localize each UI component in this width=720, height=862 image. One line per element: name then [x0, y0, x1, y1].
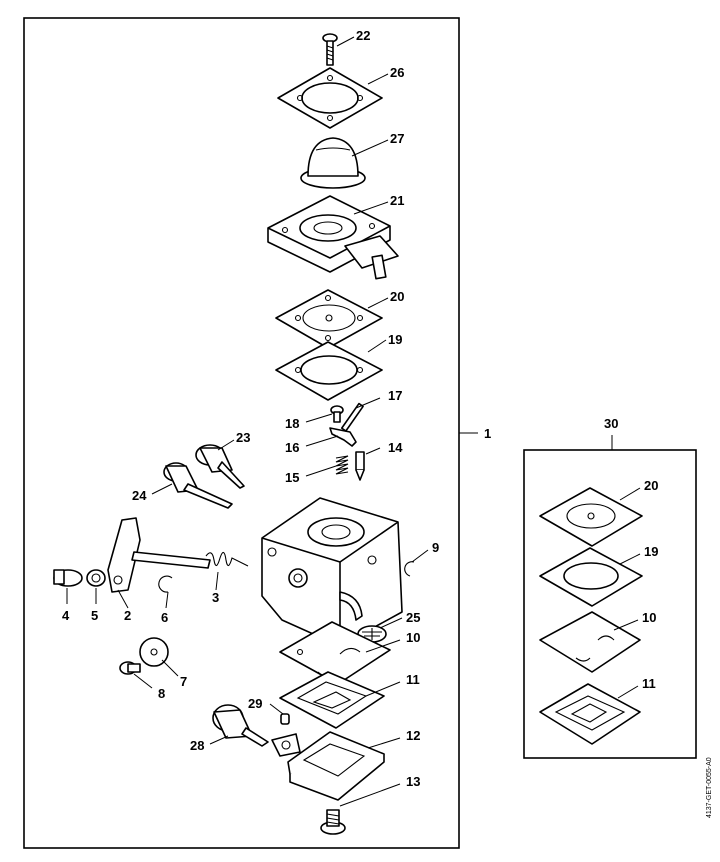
- label-21: 21: [390, 193, 404, 208]
- label-16: 16: [285, 440, 299, 455]
- label-11: 11: [406, 672, 420, 687]
- part-7-disc: [139, 637, 169, 667]
- part-18-screw: [330, 405, 344, 423]
- label-kit-19: 19: [644, 544, 658, 559]
- part-24-adjusting-screw: [163, 462, 233, 509]
- label-5: 5: [91, 608, 98, 623]
- label-12: 12: [406, 728, 420, 743]
- label-19: 19: [388, 332, 402, 347]
- label-10: 10: [406, 630, 420, 645]
- part-21-pump-cover: [267, 195, 399, 280]
- kit-part-20-diaphragm: [539, 487, 643, 547]
- leader-lines: [66, 36, 641, 807]
- label-29: 29: [248, 696, 262, 711]
- label-kit-20: 20: [644, 478, 658, 493]
- label-22: 22: [356, 28, 370, 43]
- label-13: 13: [406, 774, 420, 789]
- part-13-screw: [320, 809, 346, 835]
- label-27: 27: [390, 131, 404, 146]
- label-4: 4: [62, 608, 70, 623]
- part-2-throttle-shaft: [107, 517, 211, 593]
- part-9-circlip: [404, 561, 415, 577]
- part-23-adjusting-screw: [195, 444, 245, 489]
- part-5-washer: [86, 569, 106, 587]
- part-19-gasket: [275, 341, 383, 401]
- label-23: 23: [236, 430, 250, 445]
- part-27-primer-bulb: [300, 137, 366, 189]
- document-code: 4137-GET-0055-A0: [706, 757, 713, 818]
- label-7: 7: [180, 674, 187, 689]
- label-30: 30: [604, 416, 618, 431]
- part-16-lever: [329, 427, 357, 447]
- part-15-spring: [335, 455, 349, 475]
- kit-part-10-diaphragm: [539, 611, 641, 673]
- label-3: 3: [212, 590, 219, 605]
- part-22-screw: [322, 33, 338, 66]
- part-20-diaphragm: [275, 289, 383, 349]
- label-8: 8: [158, 686, 165, 701]
- label-6: 6: [161, 610, 168, 625]
- label-18: 18: [285, 416, 299, 431]
- part-17-pin: [340, 402, 364, 432]
- part-12-end-cover: [271, 731, 385, 801]
- part-4-nut: [53, 569, 83, 587]
- label-14: 14: [388, 440, 403, 455]
- label-9: 9: [432, 540, 439, 555]
- label-kit-10: 10: [642, 610, 656, 625]
- label-28: 28: [190, 738, 204, 753]
- label-15: 15: [285, 470, 299, 485]
- label-17: 17: [388, 388, 402, 403]
- part-8-screw: [119, 661, 141, 675]
- label-1: 1: [484, 426, 491, 441]
- part-26-cover-plate: [277, 67, 383, 129]
- kit-part-19-gasket: [539, 547, 643, 607]
- part-11-gasket: [279, 671, 385, 729]
- part-28-adjusting-screw: [212, 704, 269, 747]
- label-2: 2: [124, 608, 131, 623]
- label-24: 24: [132, 488, 147, 503]
- part-3-spring: [205, 551, 249, 567]
- label-20: 20: [390, 289, 404, 304]
- kit-part-11-gasket: [539, 683, 641, 745]
- part-6-circlip: [158, 575, 173, 593]
- label-kit-11: 11: [642, 676, 656, 691]
- part-10-metering-diaphragm: [279, 621, 391, 685]
- label-25: 25: [406, 610, 420, 625]
- carburetor-body: [261, 497, 403, 647]
- label-26: 26: [390, 65, 404, 80]
- gasket-kit-frame: [523, 449, 697, 759]
- part-29-plug: [280, 713, 290, 725]
- part-14-inlet-needle: [355, 451, 365, 481]
